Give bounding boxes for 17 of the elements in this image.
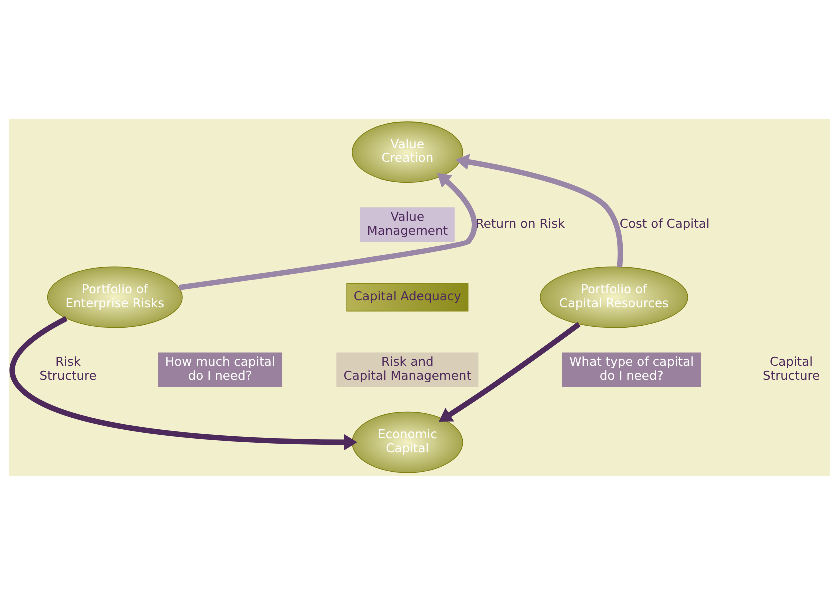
node-ellipse: Value Creation [352,121,464,183]
node-box: Value Management [360,207,455,242]
edge-label: Return on Risk [476,216,566,230]
node-box: What type of capital do I need? [562,352,702,387]
node-box: Capital Adequacy [346,282,469,312]
node-ellipse: Portfolio of Enterprise Risks [47,266,183,328]
node-box: How much capital do I need? [158,352,283,387]
arrow [456,154,624,267]
arrow [178,172,478,290]
label: Capital Structure [763,354,820,382]
edge-label: Cost of Capital [620,216,710,230]
node-ellipse: Economic Capital [352,411,464,473]
arrow [10,316,358,450]
label: Risk Structure [40,354,97,382]
node-box: Risk and Capital Management [336,352,479,387]
node-ellipse: Portfolio of Capital Resources [540,266,688,328]
arrow [438,322,581,422]
